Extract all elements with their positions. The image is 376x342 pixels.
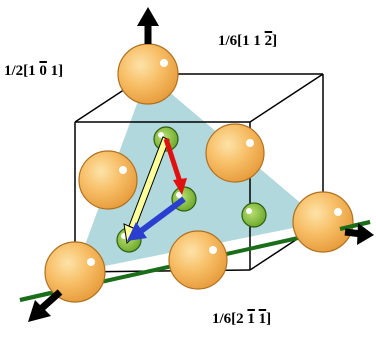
small-atom-3 [241, 202, 267, 228]
partial-vector-red [163, 138, 187, 195]
large-atom-right-upper [205, 123, 265, 183]
large-atoms [44, 43, 354, 303]
large-atom-center-lower [168, 230, 228, 290]
label-bottom-right: 1/6[2 1 1] [212, 311, 272, 327]
slip-line-front [19, 220, 371, 302]
direction-arrows-black [28, 7, 374, 322]
large-atom-highlights [87, 59, 342, 266]
partial-vector-blue [127, 196, 186, 241]
label-top-left: 1/2[1 0 1] [4, 63, 64, 79]
label-top-right: 1/6[1 1 2] [218, 33, 278, 49]
large-atom-right [292, 191, 354, 253]
large-atom-top [117, 43, 179, 105]
large-atom-bottom-left [44, 241, 106, 303]
small-atom-highlights [121, 132, 252, 239]
large-atom-left [78, 150, 138, 210]
